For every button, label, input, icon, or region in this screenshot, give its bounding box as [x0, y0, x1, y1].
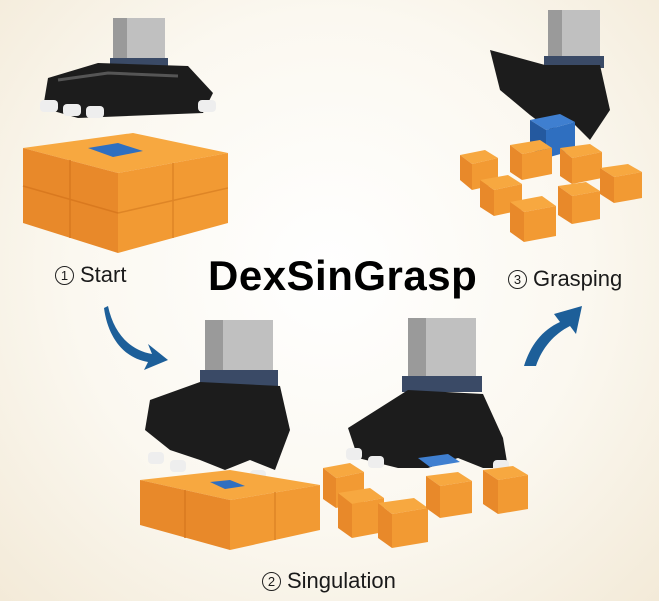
- step-2-label: 2 Singulation: [262, 568, 396, 594]
- step-1-number: 1: [55, 265, 74, 285]
- singulation-scatter-image: [318, 318, 550, 550]
- curved-arrow-up-icon: [524, 306, 582, 366]
- singulation-push-image: [130, 320, 330, 550]
- step-1-text: Start: [80, 262, 127, 287]
- step-2-text: Singulation: [287, 568, 396, 593]
- step-3-label: 3 Grasping: [508, 266, 622, 292]
- step-3-text: Grasping: [533, 266, 623, 291]
- diagram-title: DexSinGrasp: [208, 252, 478, 299]
- curved-arrow-down-icon: [104, 306, 168, 370]
- step-3-number: 3: [508, 269, 527, 289]
- start-scene-image: [18, 18, 228, 253]
- step-1-label: 1 Start: [55, 262, 126, 288]
- step-2-number: 2: [262, 571, 281, 591]
- grasping-scene-image: [450, 10, 650, 250]
